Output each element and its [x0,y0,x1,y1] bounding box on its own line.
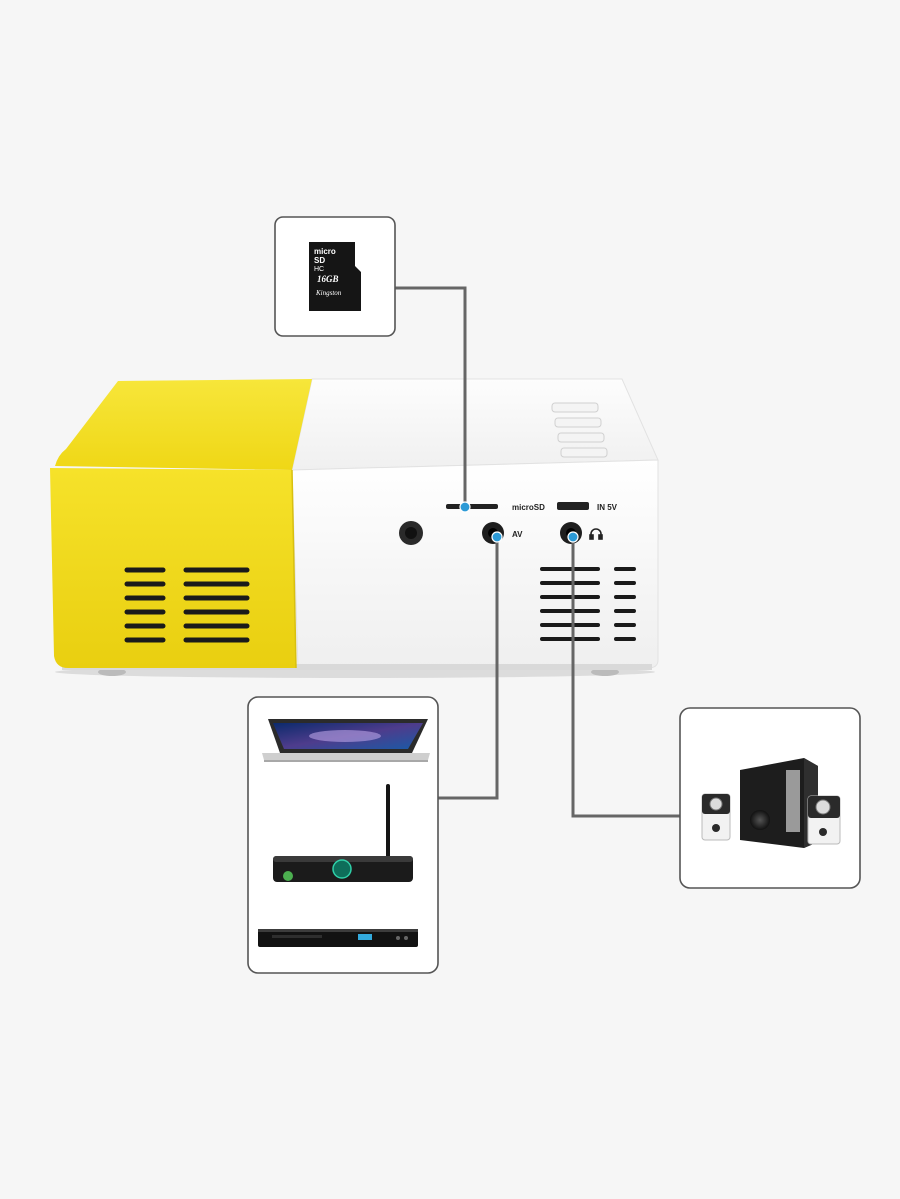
top-button [560,447,608,458]
projector-bottom-rim [62,664,652,670]
speaker-system-icon [701,758,841,848]
top-button [554,417,602,428]
top-button [557,432,605,443]
connector-dot-microsd [459,501,471,513]
sd-card-callout: micro SD HC 16GB Kingston [274,216,396,337]
sd-card-capacity: 16GB [317,274,339,284]
white-vent-grille [540,567,636,641]
dvd-player-icon [258,929,418,947]
laptop-icon [262,719,430,762]
connector-line-microsd [395,286,467,507]
top-button [551,402,599,413]
top-control-buttons [551,402,608,458]
mini-projector: microSD IN 5V AV [50,378,659,678]
power-port-label: IN 5V [597,503,618,512]
projector-white-front [291,459,659,669]
yellow-vent-grille [124,567,250,643]
connector-line-audio [571,537,686,818]
connector-line-av [438,537,499,800]
av-port-label: AV [512,530,523,539]
connector-dot-audio [567,531,579,543]
projector-yellow-top [55,379,312,470]
microsd-slot [446,504,498,509]
sd-card-line3: HC [314,266,324,273]
microsd-port-label: microSD [512,503,545,512]
android-tv-box-icon [273,784,413,882]
usb-power-port [557,502,589,510]
sd-card-line2: SD [314,256,325,265]
projector-yellow-front [50,468,296,668]
av-sources-callout [247,696,439,974]
sd-card-brand: Kingston [315,289,342,297]
connector-dot-av [491,531,503,543]
microsd-card-icon: micro SD HC 16GB Kingston [309,242,361,311]
headphone-icon [589,528,603,540]
speaker-callout [679,707,861,889]
sd-card-line1: micro [314,247,336,256]
